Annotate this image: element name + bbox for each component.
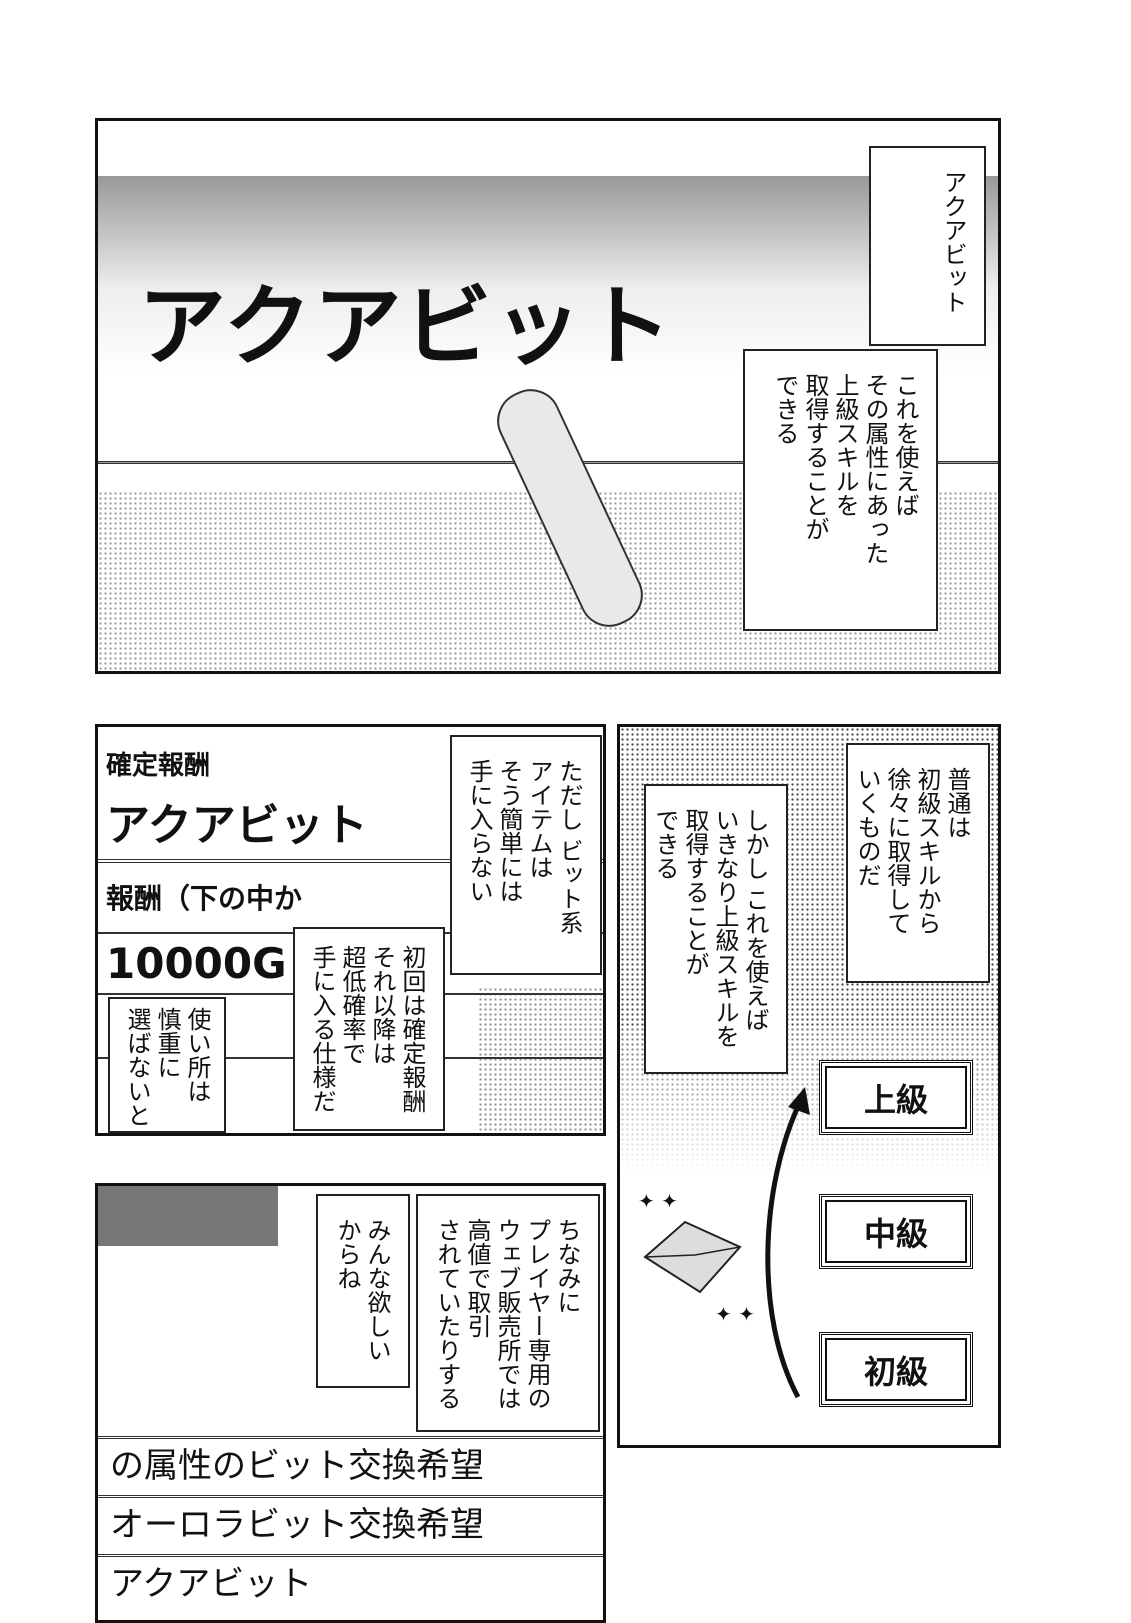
- caption-web-shop: ちなみに プレイヤー専用の ウェブ販売所では 高値で取引 されていたりする: [416, 1194, 600, 1432]
- caption-line: アイテムは: [525, 759, 553, 879]
- caption-line: 手に入る仕様だ: [308, 945, 336, 1113]
- caption-line: 手に入らない: [465, 759, 493, 903]
- caption-bit-items: ただし ビット系 アイテムは そう簡単には 手に入らない: [450, 735, 602, 975]
- caption-line: できる: [771, 373, 799, 445]
- dark-corner: [98, 1186, 278, 1246]
- caption-line: 高値で取引: [463, 1218, 491, 1338]
- sparkle-icon: ✦ ✦: [715, 1302, 755, 1326]
- caption-line: からね: [333, 1218, 361, 1290]
- panel-3: 普通は 初級スキルから 徐々に取得して いくものだ しかし これを使えば いきな…: [617, 724, 1001, 1448]
- caption-line: いきなり上級スキルを: [711, 808, 739, 1048]
- caption-line: 取得することが: [801, 373, 829, 541]
- caption-use-carefully: 使い所は 慎重に 選ばないと: [108, 997, 226, 1133]
- gold-amount: 10000G: [106, 939, 287, 988]
- caption-line: 取得することが: [681, 808, 709, 976]
- caption-line: 徐々に取得して: [883, 767, 911, 935]
- screen-title: アクアビット: [138, 275, 674, 378]
- caption-line: プレイヤー専用の: [523, 1218, 551, 1410]
- item-name: アクアビット: [106, 800, 368, 851]
- sparkle-icon: ✦ ✦: [638, 1189, 678, 1213]
- panel-1: アクアビット アクアビット これを使えば その属性にあった 上級スキルを 取得す…: [95, 118, 1001, 674]
- caption-item-name: アクアビット: [869, 146, 986, 346]
- caption-item-description: これを使えば その属性にあった 上級スキルを 取得することが できる: [743, 349, 938, 631]
- caption-line: その属性にあった: [861, 373, 889, 565]
- caption-line: 慎重に: [153, 1007, 181, 1079]
- caption-line: みんな欲しい: [363, 1218, 391, 1362]
- list-item: の属性のビット交換希望: [98, 1436, 603, 1494]
- caption-line: 使い所は: [183, 1007, 211, 1103]
- caption-everyone-wants: みんな欲しい からね: [316, 1194, 410, 1388]
- caption-line: これを使えば: [891, 373, 919, 517]
- caption-drop-rate: 初回は確定報酬 それ以降は 超低確率で 手に入る仕様だ: [293, 927, 445, 1131]
- caption-line: 超低確率で: [338, 945, 366, 1065]
- caption-line: 選ばないと: [123, 1007, 151, 1127]
- divider: [98, 859, 603, 863]
- panel-4: の属性のビット交換希望 オーロラビット交換希望 アクアビット ちなみに プレイヤ…: [95, 1183, 606, 1623]
- caption-skip-to-advanced: しかし これを使えば いきなり上級スキルを 取得することが できる: [644, 784, 788, 1074]
- caption-line: しかし これを使えば: [741, 808, 769, 1032]
- rank-advanced: 上級: [819, 1060, 973, 1135]
- upward-arrow-icon: [765, 1087, 810, 1399]
- caption-line: 初回は確定報酬: [398, 945, 426, 1113]
- caption-line: ちなみに: [553, 1218, 581, 1314]
- list-item: オーロラビット交換希望: [98, 1495, 603, 1553]
- crystal-icon: [643, 1220, 742, 1294]
- caption-line: それ以降は: [368, 945, 396, 1065]
- panel-2: 確定報酬 アクアビット 報酬（下の中か 10000G ただし ビット系 アイテム…: [95, 724, 606, 1136]
- rank-intermediate: 中級: [819, 1194, 973, 1269]
- caption-line: ただし ビット系: [555, 759, 583, 935]
- caption-normal-progression: 普通は 初級スキルから 徐々に取得して いくものだ: [846, 743, 990, 983]
- caption-line: 上級スキルを: [831, 373, 859, 517]
- caption-line: そう簡単には: [495, 759, 523, 903]
- caption-line: されていたりする: [433, 1218, 461, 1410]
- rank-beginner: 初級: [819, 1332, 973, 1407]
- reward-choice-label: 報酬（下の中か: [106, 882, 303, 915]
- caption-line: 普通は: [943, 767, 971, 839]
- caption-line: いくものだ: [853, 767, 881, 887]
- caption-line: アクアビット: [939, 170, 967, 314]
- list-item: アクアビット: [98, 1554, 603, 1612]
- caption-line: ウェブ販売所では: [493, 1218, 521, 1410]
- caption-line: 初級スキルから: [913, 767, 941, 935]
- caption-line: できる: [651, 808, 679, 880]
- fixed-reward-label: 確定報酬: [106, 751, 211, 781]
- halftone: [478, 987, 603, 1133]
